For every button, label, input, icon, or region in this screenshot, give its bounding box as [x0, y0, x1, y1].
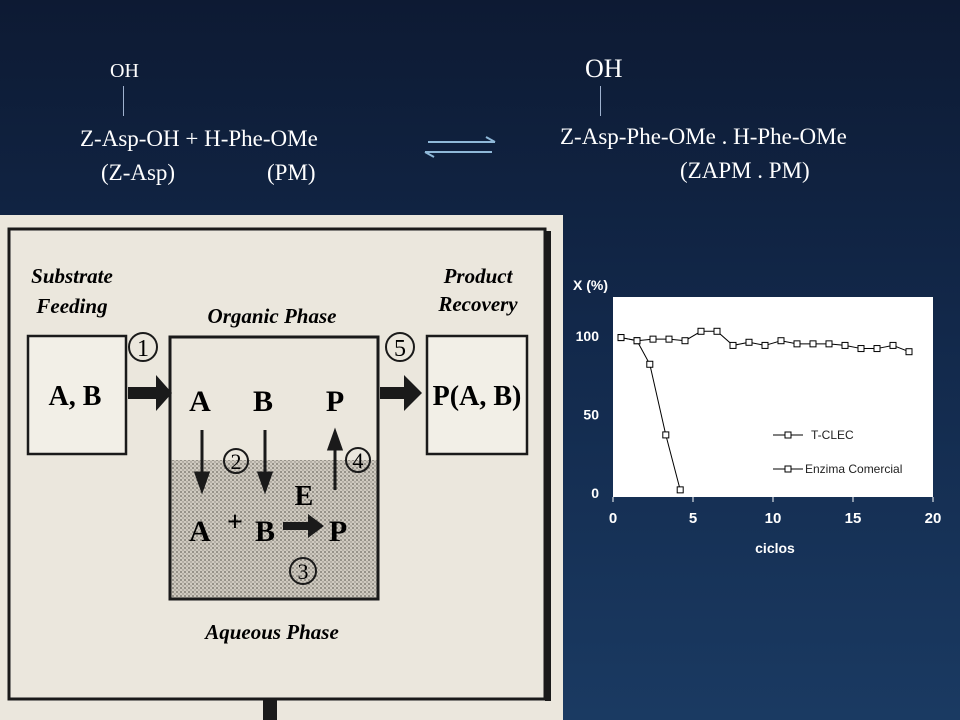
data-point-marker	[745, 338, 753, 346]
step5-circle	[385, 332, 415, 362]
data-point-marker	[793, 340, 801, 348]
product-title-line2: Recovery	[437, 292, 518, 316]
data-point-marker	[665, 335, 673, 343]
right-label-zapm: (ZAPM . PM)	[680, 158, 810, 183]
data-point-marker	[777, 337, 785, 345]
x-tick-label: 15	[845, 510, 862, 527]
data-point-marker	[633, 337, 641, 345]
data-point-marker	[676, 486, 684, 494]
product-box	[425, 334, 529, 456]
left-equation: Z-Asp-OH + H-Phe-OMe	[80, 126, 318, 151]
right-equation: Z-Asp-Phe-OMe . H-Phe-OMe	[560, 124, 847, 149]
aqueous-label-a: A	[189, 515, 211, 548]
plot-area	[613, 297, 933, 497]
left-bond-line	[123, 86, 124, 116]
aqueous-label-b: B	[255, 515, 275, 548]
organic-label-a: A	[189, 385, 211, 418]
aqueous-label-p: P	[329, 515, 347, 548]
left-label-pm: (PM)	[267, 160, 316, 185]
product-box-label: P(A, B)	[433, 381, 522, 412]
x-tick-label: 0	[609, 510, 617, 527]
right-oh-label: OH	[585, 54, 623, 83]
y-tick-label: 100	[576, 328, 600, 344]
legend-label: T-CLEC	[811, 428, 854, 442]
data-point-marker	[825, 340, 833, 348]
legend-label: Enzima Comercial	[805, 462, 902, 476]
step4-number: 4	[353, 448, 364, 473]
substrate-box-label: A, B	[49, 381, 102, 412]
step3-number: 3	[298, 559, 309, 584]
x-axis-title: ciclos	[755, 540, 795, 556]
data-point-marker	[646, 360, 654, 368]
data-point-marker	[729, 341, 737, 349]
recovery-arrow-icon	[380, 375, 422, 411]
left-label-zasp: (Z-Asp)	[101, 160, 176, 185]
data-point-marker	[857, 345, 865, 353]
substrate-title-line1: Substrate	[31, 264, 113, 288]
data-point-marker	[889, 341, 897, 349]
process-diagram-panel: Substrate Feeding A, B 1 Organic Phase A…	[0, 215, 563, 720]
data-point-marker	[662, 431, 670, 439]
data-point-marker	[873, 345, 881, 353]
enzyme-label: E	[295, 481, 314, 512]
step4-circle	[345, 447, 371, 473]
data-point-marker	[649, 335, 657, 343]
data-point-marker	[841, 341, 849, 349]
legend-marker	[784, 465, 792, 473]
x-tick-label: 10	[765, 510, 782, 527]
substrate-box	[26, 334, 128, 456]
reaction-arrow-icon	[283, 514, 324, 538]
step3-circle	[289, 557, 317, 585]
step1-circle	[128, 332, 158, 362]
aqueous-label-plus: +	[227, 507, 243, 538]
data-point-marker	[809, 340, 817, 348]
left-oh-label: OH	[110, 60, 139, 82]
step2-circle	[223, 448, 249, 474]
product-title-line1: Product	[443, 264, 514, 288]
data-point-marker	[713, 327, 721, 335]
step1-number: 1	[137, 336, 149, 362]
conversion-chart: X (%) 0 50 100 0 5 10 15 20 T-CLEC Enzima Comer…	[563, 215, 960, 720]
aqueous-phase-title: Aqueous Phase	[203, 620, 339, 644]
organic-label-b: B	[253, 385, 273, 418]
step2-number: 2	[231, 449, 242, 474]
organic-label-p: P	[326, 385, 344, 418]
data-point-marker	[681, 337, 689, 345]
x-tick-label: 5	[689, 510, 697, 527]
data-point-marker	[697, 327, 705, 335]
data-point-marker	[761, 341, 769, 349]
feed-arrow-icon	[128, 375, 172, 411]
substrate-title-line2: Feeding	[35, 294, 107, 318]
step5-number: 5	[394, 336, 406, 362]
y-tick-label: 50	[583, 407, 599, 423]
data-point-marker	[905, 348, 913, 356]
x-tick-label: 20	[925, 510, 942, 527]
organic-phase-title: Organic Phase	[208, 304, 337, 328]
equilibrium-arrows-icon	[424, 136, 496, 158]
legend-marker	[784, 431, 792, 439]
right-bond-line	[600, 86, 601, 116]
y-axis-title: X (%)	[573, 277, 608, 293]
y-tick-label: 0	[591, 485, 599, 501]
data-point-marker	[617, 334, 625, 342]
reactor-box	[168, 335, 380, 601]
